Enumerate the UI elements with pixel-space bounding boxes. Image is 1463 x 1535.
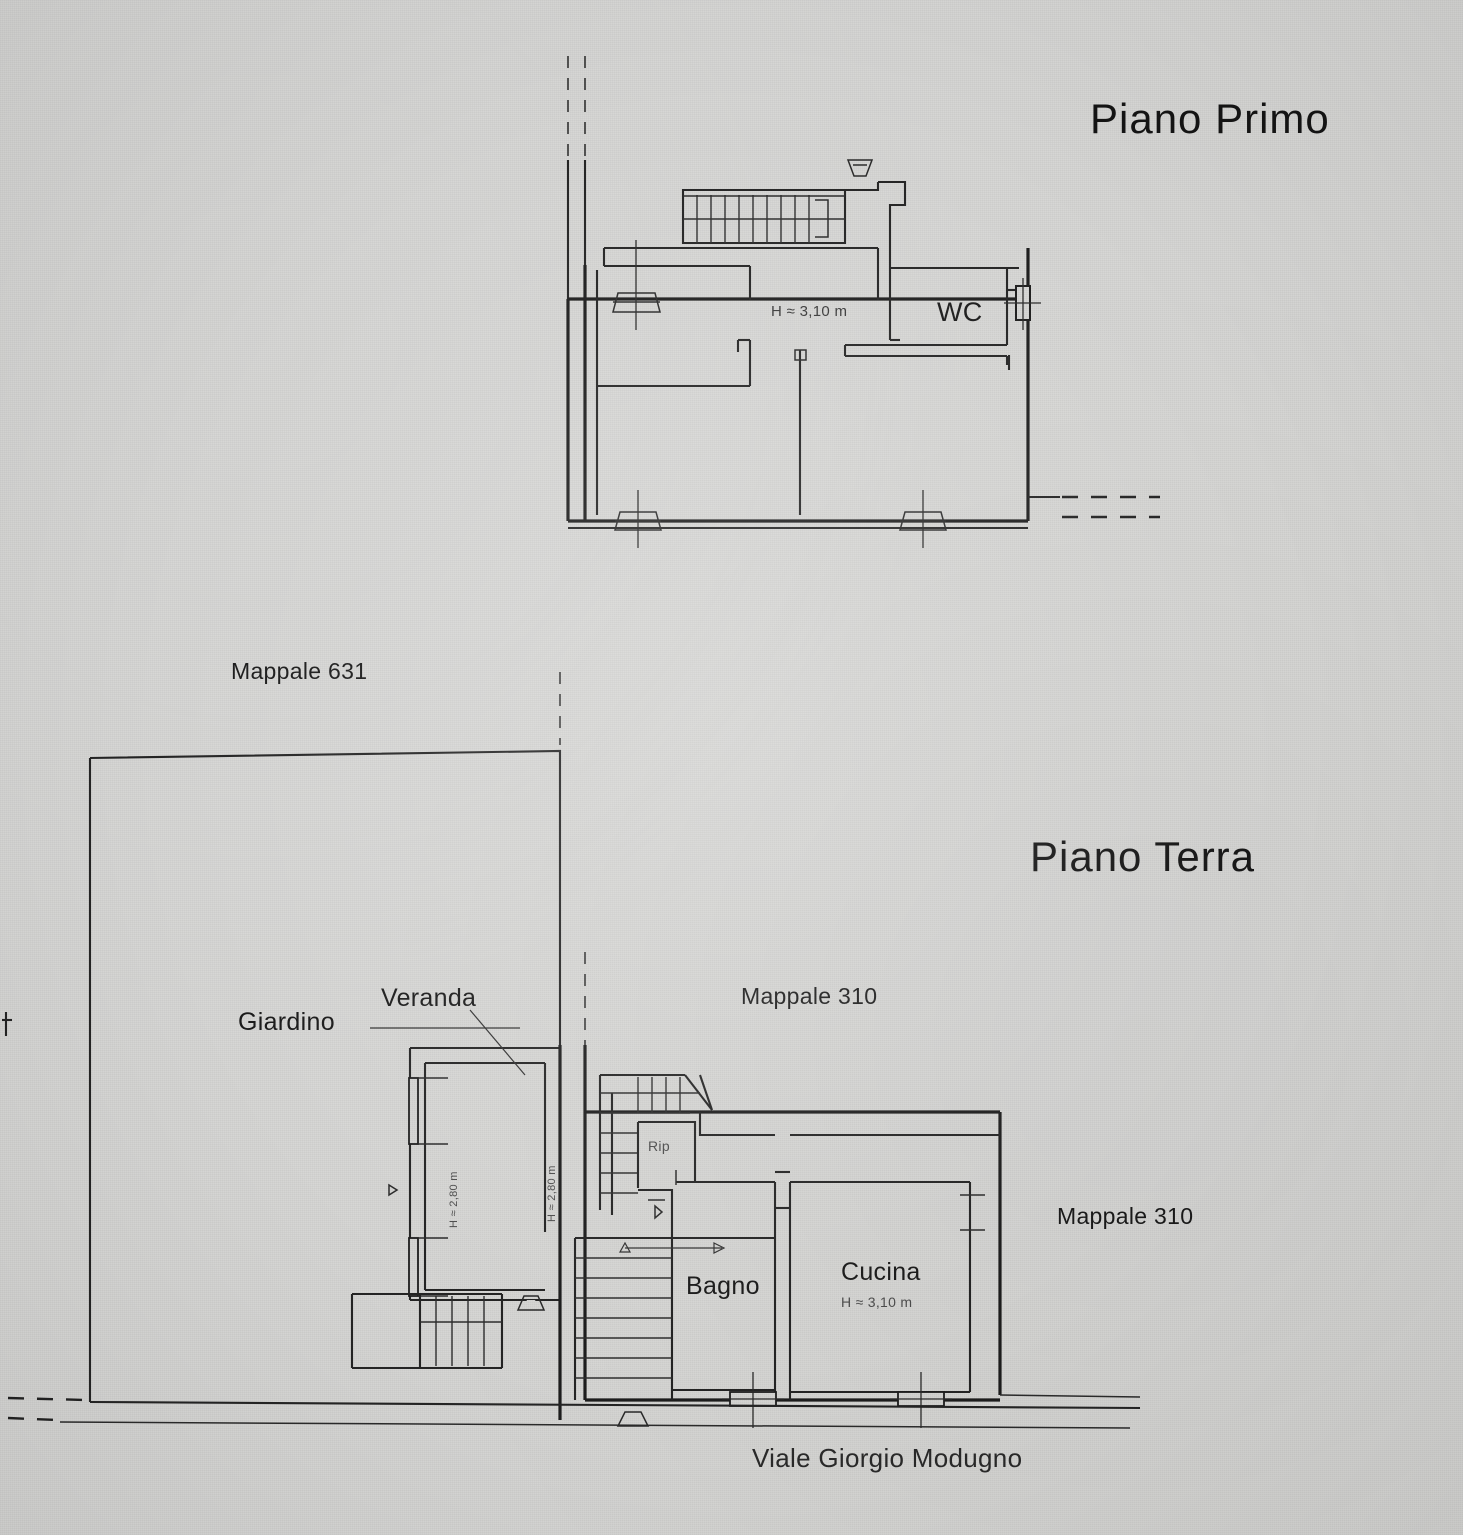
parcel-label-310-top: Mappale 310 [741, 983, 878, 1009]
ground-window-cucina [890, 1372, 952, 1428]
upper-outline [566, 248, 1030, 523]
upper-hall-walls [602, 180, 907, 340]
ground-building-outline [558, 1045, 1002, 1420]
upper-party-wall-lines [566, 56, 587, 300]
ground-rip-closet [636, 1120, 697, 1188]
veranda-height-note-right: H ≈ 2,80 m [546, 1165, 558, 1222]
upper-floor-title: Piano Primo [1090, 95, 1330, 142]
room-label-bagno: Bagno [686, 1272, 760, 1300]
ground-floor-drawing [2, 672, 1141, 1429]
ground-upper-stair [598, 1073, 713, 1215]
upper-central-divider [794, 349, 807, 515]
area-label-giardino: Giardino [238, 1008, 335, 1036]
street-label: Viale Giorgio Modugno [752, 1443, 1023, 1473]
room-label-rip: Rip [648, 1138, 670, 1154]
upper-floor-drawing [566, 56, 1160, 548]
upper-window-bottom-right [899, 490, 947, 548]
ground-entrance-step [616, 1411, 650, 1427]
upper-vent-symbol [846, 159, 874, 177]
veranda-openings [388, 1077, 448, 1297]
garden-parcel-outline [88, 749, 562, 1402]
street-lines [7, 1394, 1141, 1429]
stair-direction-arrow [618, 1241, 726, 1254]
upper-window-bottom-left [614, 490, 662, 548]
upper-stair-block [681, 188, 847, 245]
veranda-height-note-left: H ≈ 2,80 m [448, 1171, 460, 1228]
veranda-walls [408, 1046, 562, 1302]
upper-wc-door [1004, 278, 1041, 330]
upper-window-left [612, 240, 661, 330]
ground-external-stair [350, 1292, 546, 1370]
ground-facade-detail [698, 1112, 1000, 1137]
left-edge-marks [2, 1012, 12, 1036]
upper-height-note: H ≈ 3,10 m [771, 303, 848, 320]
parcel-label-310-right: Mappale 310 [1057, 1203, 1194, 1229]
upper-room-right [843, 266, 1019, 365]
cucina-height-note: H ≈ 3,10 m [841, 1294, 913, 1310]
ground-floor-title: Piano Terra [1030, 833, 1256, 880]
area-label-veranda: Veranda [381, 984, 477, 1012]
ground-bagno-walls [672, 1180, 777, 1400]
parcel-dashed-boundary [559, 672, 586, 1045]
upper-room-left [595, 270, 752, 515]
room-label-cucina: Cucina [841, 1258, 921, 1286]
room-label-wc: WC [937, 297, 983, 327]
upper-ground-line [568, 495, 1160, 530]
parcel-label-631: Mappale 631 [231, 658, 368, 684]
ground-lower-stair [573, 1188, 726, 1400]
